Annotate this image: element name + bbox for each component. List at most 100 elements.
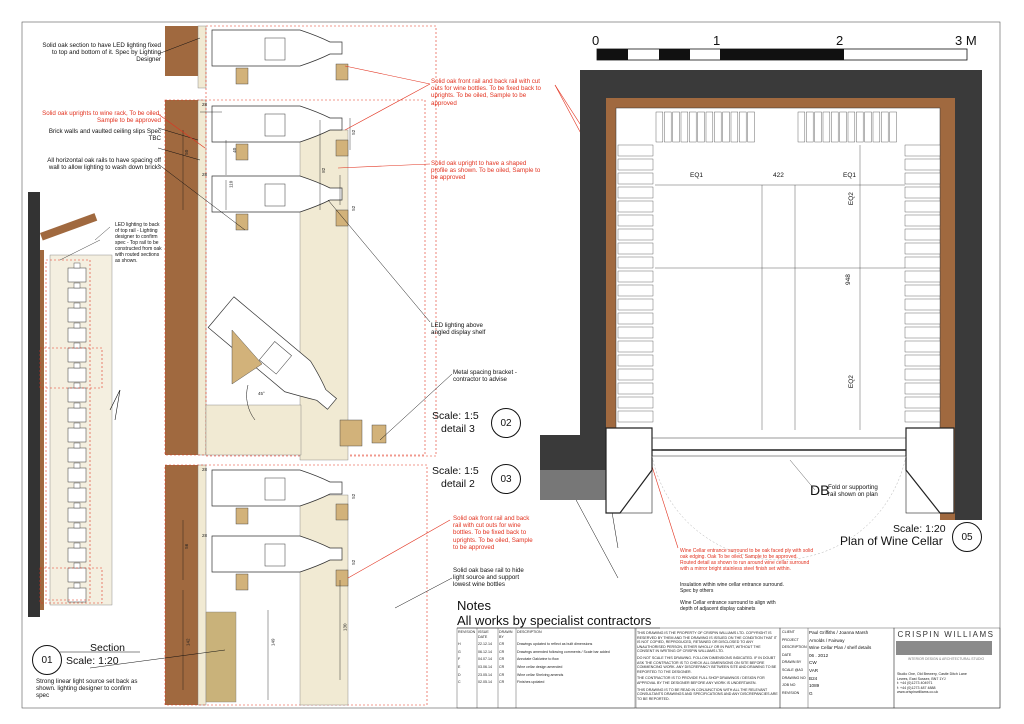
plan-rack-bottle — [904, 186, 941, 199]
section-bottle-neck — [73, 562, 81, 569]
section-oak-ceiling — [40, 213, 98, 241]
revision-cell: Drawings updated to reflect as built dim… — [517, 642, 593, 647]
revision-cell: Drawings amended following comments / Sc… — [517, 649, 610, 654]
tb-scale: VAR — [809, 667, 819, 673]
revision-cell: 06.12.14 — [478, 649, 492, 654]
title-block-lines — [635, 627, 1001, 709]
copyright-para: THE CONTRACTOR IS TO PROVIDE FULL SHOP D… — [637, 676, 765, 685]
plan-rack-bottle-top — [739, 111, 747, 143]
tb-label: REVISION — [782, 690, 800, 695]
revision-cell: Wine cellar Shelving amends — [517, 672, 564, 677]
dim-label: 40 — [232, 147, 238, 153]
revision-cell: Finishes updated — [517, 680, 545, 685]
section-bottle-neck — [73, 522, 81, 529]
revision-cell: 04.07.14 — [478, 657, 492, 662]
plan-rack-bottle-top — [655, 111, 664, 143]
copyright-para: DO NOT SCALE THIS DRAWING. FOLLOW DIMENS… — [637, 655, 777, 674]
firm-address-line: Lewes, East Sussex, BN7 1YJ — [897, 676, 946, 681]
revision-table: REVISION ISSUE DATE DRAWN BY DESCRIPTION… — [458, 630, 634, 685]
notes-subtitle: All works by specialist contractors — [457, 613, 652, 628]
section-bottle — [67, 567, 87, 583]
plan-rack-bottle — [904, 270, 941, 283]
plan-db-label: DB — [810, 482, 830, 498]
plan-rack-bottle — [904, 340, 941, 353]
plan-rack-bottle — [617, 242, 654, 255]
section-bottle — [67, 347, 87, 363]
revision-cell: E — [458, 664, 461, 669]
tb-client: Paul Griffiths / Joanna Marsh — [809, 630, 869, 635]
plan-db-note: Fold or supporting rail shown on plan — [828, 484, 878, 499]
detail-2-drawing — [164, 464, 428, 706]
plan-rack-bottle-top — [847, 111, 856, 143]
plan-rack-bottle — [904, 284, 941, 297]
plan-rack-bottle — [904, 396, 941, 409]
plan-rack-bottle-top — [889, 111, 897, 143]
plan-rack-bottle — [617, 186, 654, 199]
dim-label: 56 — [184, 543, 190, 549]
plan-rack-bottle — [904, 172, 941, 185]
plan-rack-bottle — [904, 312, 941, 325]
plan-rack-bottle-top — [689, 111, 697, 143]
plan-rack-bottle-top — [864, 111, 872, 143]
revision-cell: 22.12.14 — [478, 642, 492, 647]
section-bottle-neck — [73, 462, 81, 469]
dim-label: 52 — [351, 559, 357, 565]
dim-label: 28 — [202, 467, 208, 472]
annotation-section-led: LED lighting to back of top rail - Light… — [115, 222, 162, 264]
plan-rack-bottle-top — [831, 111, 839, 143]
plan-rack-bottle-top — [822, 111, 831, 143]
section-title: Section — [90, 642, 126, 654]
plan-drawing — [540, 48, 982, 561]
plan-rack-bottle-top — [881, 111, 889, 143]
tb-project: Arnolds / Fairway — [809, 637, 845, 643]
plan-title: Plan of Wine Cellar — [840, 534, 943, 548]
firm-address-line: www.crispinwilliams.co.uk — [897, 690, 939, 695]
section-bottle-neck — [73, 382, 81, 389]
dim-label: 50 — [184, 149, 190, 155]
plan-rack-bottle-top — [672, 111, 680, 143]
annotation-base-rail: Solid oak base rail to hide light source… — [453, 567, 524, 589]
dim-label: 28 — [202, 172, 208, 177]
plan-scale: Scale: 1:20 — [893, 523, 946, 535]
dim-label: 45° — [258, 391, 265, 396]
section-bottle — [67, 487, 87, 503]
section-bottle — [67, 307, 87, 323]
detail-3-scale: Scale: 1:5 — [432, 410, 479, 422]
plan-rack-bottle-top — [856, 111, 864, 143]
plan-rack-bottle — [617, 256, 654, 269]
plan-rack-bottle-top — [814, 111, 822, 143]
plan-rack-bottle — [617, 172, 654, 185]
revision-cell: 23.05.14 — [478, 672, 492, 677]
plan-rack-bottle-top — [747, 111, 755, 143]
revision-cell: D — [458, 672, 461, 677]
plan-dim-eq1-left: EQ1 — [690, 172, 704, 179]
section-bottle — [67, 467, 87, 483]
revision-cell: H — [458, 642, 461, 647]
section-bottle-neck — [73, 582, 81, 589]
plan-rack-bottle — [617, 270, 654, 283]
tb-drawing: B24 — [809, 675, 818, 681]
plan-rack-bottle-top — [839, 111, 847, 143]
annotation-entrance: Wine Cellar entrance surround to be oak … — [680, 548, 814, 572]
plan-rack-bottle — [904, 382, 941, 395]
annotation-align: Wine Cellar entrance surround to align w… — [680, 600, 776, 612]
detail-2-number: 03 — [491, 464, 521, 494]
plan-rack-bottle — [617, 382, 654, 395]
annotation-front-rail-2: Solid oak front rail and back rail with … — [453, 515, 533, 551]
tb-description: Wine Cellar Plan / shelf details — [809, 645, 872, 651]
plan-dim-eq1-right: EQ1 — [843, 172, 857, 179]
copyright-para: THIS DRAWING IS THE PROPERTY OF CRISPIN … — [637, 631, 777, 654]
firm-address-line: f: +44 (0)1273 487 4888 — [897, 685, 936, 690]
annotation-bracket: Metal spacing bracket - contractor to ad… — [453, 369, 517, 384]
revision-cell: F — [458, 657, 461, 662]
dim-label: 28 — [202, 533, 208, 538]
dim-label: 52 — [351, 129, 357, 135]
plan-rack-bottle — [617, 144, 654, 157]
plan-number: 05 — [952, 522, 982, 552]
